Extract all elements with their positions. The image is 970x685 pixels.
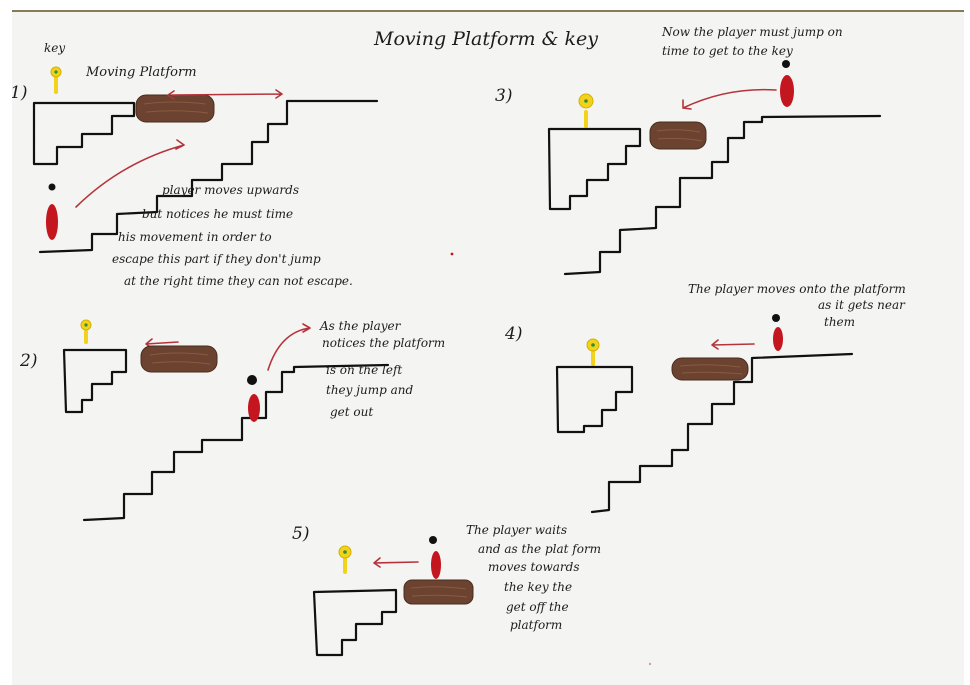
- panel-5-note: The player waits and as the plat form mo…: [466, 523, 605, 632]
- panel-3-note: Now the player must jump on time to get …: [661, 25, 846, 58]
- panel-3-step-number: 3): [495, 86, 512, 106]
- panel-2-note: As the player notices the platform is on…: [319, 319, 449, 419]
- panel-4-staircase: [590, 352, 854, 514]
- jump-arrow: [267, 323, 311, 371]
- panel-3-note-line: Now the player must jump on: [661, 25, 843, 39]
- player: [780, 60, 794, 107]
- panel-3-left-ledge: [547, 127, 642, 211]
- panel-4-note: The player moves onto the platform as it…: [688, 282, 910, 329]
- panel-2-staircase: [82, 363, 390, 522]
- panel-5-note-line: platform: [510, 618, 562, 632]
- panel-4-note-line: as it gets near: [818, 298, 906, 312]
- panel-5-note-line: moves towards: [488, 560, 580, 574]
- sketch-sheet: Moving Platform & key 1) key Moving Plat…: [12, 10, 964, 685]
- moving-platform: [403, 579, 474, 605]
- panel-1-left-ledge: [32, 101, 136, 166]
- panel-5-left-ledge: [312, 588, 398, 657]
- player: [429, 536, 441, 579]
- panel-3-note-line: time to get to the key: [662, 44, 793, 58]
- platform-movement-arrow: [167, 89, 283, 100]
- panel-1-note-line: his movement in order to: [118, 230, 272, 244]
- panel-1: 1) key Moving Platform player moves upwa…: [12, 41, 379, 288]
- panel-4: 4) The player moves onto the platform as…: [504, 282, 910, 514]
- moving-platform: [135, 94, 215, 123]
- key-icon: [586, 338, 600, 366]
- panel-1-note-line: escape this part if they don't jump: [112, 252, 321, 266]
- panel-5: 5) The player waits and as the plat form…: [292, 523, 605, 657]
- panel-1-step-number: 1): [12, 83, 27, 103]
- panel-2-note-line: notices the platform: [322, 336, 445, 350]
- panel-5-note-line: The player waits: [466, 523, 567, 537]
- platform-direction-arrow: [373, 557, 419, 568]
- panel-2-note-line: is on the left: [326, 363, 402, 377]
- player: [46, 183, 58, 240]
- player-path-arrow: [75, 139, 185, 208]
- jump-arrow: [682, 88, 777, 110]
- panel-4-note-line: The player moves onto the platform: [688, 282, 906, 296]
- storyboard-drawing: Moving Platform & key 1) key Moving Plat…: [12, 25, 910, 666]
- moving-platform: [140, 345, 218, 373]
- panel-2-note-line: they jump and: [326, 383, 413, 397]
- key-icon: [578, 93, 594, 128]
- panel-2-note-line: get out: [330, 405, 373, 419]
- stray-ink-dot: [450, 252, 454, 256]
- moving-platform: [649, 121, 707, 150]
- panel-5-step-number: 5): [292, 524, 309, 544]
- panel-2-note-line: As the player: [319, 319, 402, 333]
- panel-1-note: player moves upwards but notices he must…: [112, 183, 353, 288]
- panel-1-note-line: but notices he must time: [142, 207, 293, 221]
- panel-5-note-line: the key the: [504, 580, 572, 594]
- panel-1-moving-platform-label: Moving Platform: [85, 65, 197, 80]
- page-title: Moving Platform & key: [373, 28, 598, 50]
- key-icon: [50, 66, 62, 94]
- panel-4-left-ledge: [555, 365, 634, 434]
- key-label: key: [44, 41, 65, 55]
- panel-2-left-ledge: [62, 348, 128, 414]
- platform-approach-arrow: [711, 339, 755, 350]
- panel-1-staircase: [38, 99, 379, 254]
- key-icon: [80, 319, 92, 344]
- panel-1-note-line: at the right time they can not escape.: [124, 274, 353, 288]
- panel-2-step-number: 2): [19, 351, 37, 371]
- player: [772, 314, 783, 351]
- panel-3-staircase: [563, 114, 882, 276]
- panel-1-note-line: player moves upwards: [162, 183, 299, 197]
- panel-3: 3) Now the player must jump on time to g…: [495, 25, 882, 276]
- player: [247, 375, 260, 422]
- stray-ink-dot: [648, 662, 652, 666]
- panel-5-note-line: and as the plat form: [478, 542, 601, 556]
- panel-2: 2) As the player notices the platform is…: [19, 319, 449, 522]
- key-icon: [338, 545, 352, 574]
- panel-5-note-line: get off the: [506, 600, 569, 614]
- panel-4-note-line: them: [824, 315, 855, 329]
- panel-4-step-number: 4): [504, 324, 522, 344]
- moving-platform: [671, 357, 749, 381]
